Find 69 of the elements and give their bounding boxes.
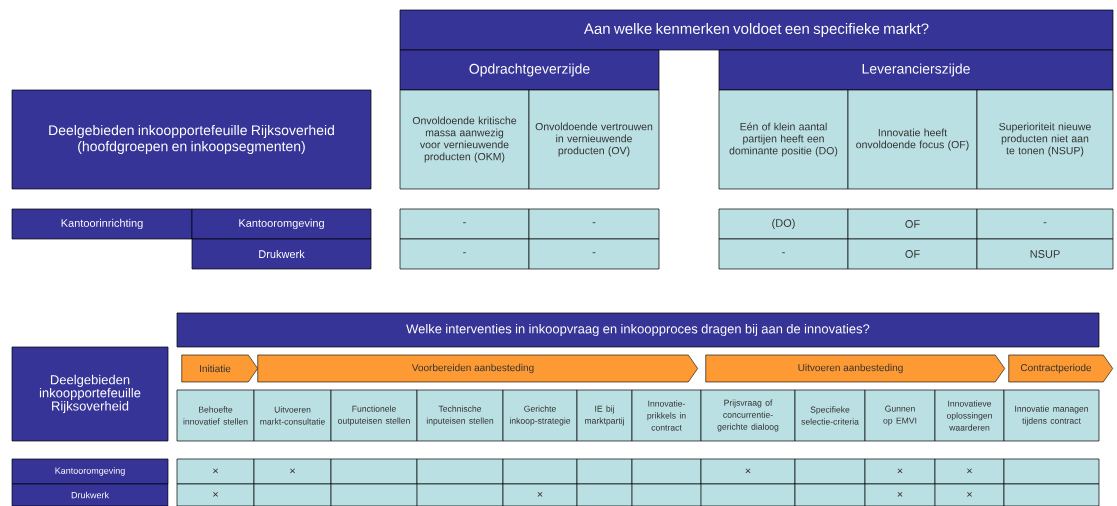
column-header: Functionele outputeisen stellen <box>330 389 418 442</box>
phase-band: Contractperiode <box>1008 354 1113 383</box>
row-group-header: Deelgebieden inkoopportefeuille Rijksoverheid (hoofdgroepen en inkoopsegmenten) <box>11 89 372 190</box>
table-cell <box>1003 483 1100 506</box>
table-cell <box>631 483 702 506</box>
table-cell: NSUP <box>976 238 1114 270</box>
table-cell <box>576 483 633 506</box>
column-header: Technische inputeisen stellen <box>416 389 504 442</box>
column-header: Innovatie heeft onvoldoende focus (OF) <box>847 89 978 190</box>
table-cell: - <box>528 208 660 240</box>
row-header: Kantoorinrichting <box>11 208 193 240</box>
table-cell: × <box>176 483 255 506</box>
phase-band: Uitvoeren aanbesteding <box>705 354 1005 383</box>
column-header: Onvoldoende vertrouwen in vernieuwende producten (OV) <box>528 89 660 190</box>
table-cell: - <box>528 238 660 270</box>
column-header: Gerichte inkoop-strategie <box>502 389 578 442</box>
column-header: Superioriteit nieuwe producten niet aan te tonen (NSUP) <box>976 89 1114 190</box>
column-header: Innovatie managen tijdens contract <box>1003 389 1100 442</box>
table-cell <box>1003 458 1100 485</box>
table-cell: × <box>864 458 936 485</box>
table-cell: × <box>934 483 1005 506</box>
row-header: Drukwerk <box>191 238 372 270</box>
table-cell: (DO) <box>718 208 849 240</box>
column-header: IE bij marktpartij <box>576 389 633 442</box>
table-cell: × <box>864 483 936 506</box>
column-group-header: Leverancierszijde <box>718 49 1114 91</box>
column-header: Prijsvraag of concurrentie-gerichte dialoog <box>700 389 796 442</box>
table-cell <box>416 483 504 506</box>
row-group-header: Deelgebieden inkoopportefeuille Rijksoverheid <box>11 346 169 442</box>
table-cell: × <box>502 483 578 506</box>
table-cell <box>416 458 504 485</box>
phase-band: Initiatie <box>181 354 259 383</box>
row-header: Drukwerk <box>11 483 169 506</box>
column-header: Eén of klein aantal partijen heeft een dominante positie (DO) <box>718 89 849 190</box>
table-cell: × <box>934 458 1005 485</box>
column-header: Behoefte innovatief stellen <box>176 389 255 442</box>
table-cell <box>700 483 796 506</box>
question-banner: Welke interventies in inkoopvraag en inkoopproces dragen bij aan de innovaties? <box>176 312 1100 348</box>
table-cell: - <box>399 208 530 240</box>
node-label: × <box>897 491 903 497</box>
table-cell <box>253 483 332 506</box>
table-cell: - <box>399 238 530 270</box>
table-cell <box>502 458 578 485</box>
row-header: Kantooromgeving <box>191 208 372 240</box>
table-cell <box>794 483 866 506</box>
table-cell: × <box>176 458 255 485</box>
table-cell: × <box>253 458 332 485</box>
node-label: × <box>967 491 972 497</box>
table-cell: - <box>976 208 1114 240</box>
column-header: Gunnen op EMVI <box>864 389 936 442</box>
table-cell <box>631 458 702 485</box>
table-cell <box>330 483 418 506</box>
column-header: Innovatieve oplossingen waarderen <box>934 389 1005 442</box>
table-cell: OF <box>847 208 978 240</box>
column-header: Specifieke selectie-criteria <box>794 389 866 442</box>
table-cell <box>330 458 418 485</box>
table-cell <box>794 458 866 485</box>
column-header: Onvoldoende kritische massa aanwezig voor vernieuwende producten (OKM) <box>399 89 530 190</box>
table-cell <box>576 458 633 485</box>
table-cell: × <box>700 458 796 485</box>
row-header: Kantooromgeving <box>11 458 169 485</box>
node-label: × <box>537 491 543 497</box>
table-cell: - <box>718 238 849 270</box>
column-group-header: Opdrachtgeverzijde <box>399 49 660 91</box>
phase-band: Voorbereiden aanbesteding <box>257 354 699 383</box>
column-header: Uitvoeren markt-consultatie <box>253 389 332 442</box>
column-header: Innovatie-prikkels in contract <box>631 389 702 442</box>
node-label: × <box>213 491 218 497</box>
table-cell: OF <box>847 238 978 270</box>
